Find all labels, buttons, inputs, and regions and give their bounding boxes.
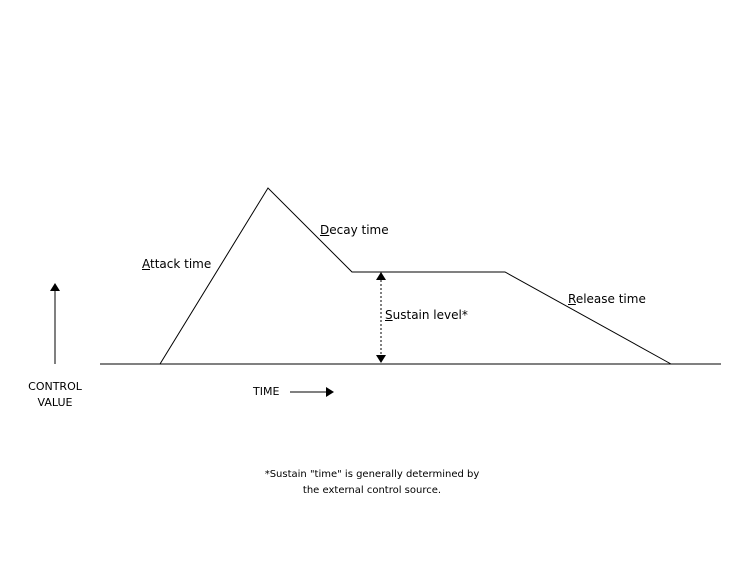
footnote-line2: the external control source.	[302, 485, 442, 496]
attack-time-label: Attack time	[142, 257, 212, 271]
control-value-line2: VALUE	[37, 396, 73, 409]
sustain-footnote: *Sustain "time" is generally determined …	[242, 467, 502, 499]
adsr-envelope	[159, 187, 672, 365]
time-label: TIME	[253, 385, 280, 398]
control-value-label: CONTROL VALUE	[20, 379, 90, 411]
decay-time-label: Decay time	[320, 223, 389, 237]
footnote-line1: *Sustain "time" is generally determined …	[264, 469, 480, 480]
release-time-label: Release time	[568, 292, 646, 306]
sustain-level-label: Sustain level*	[385, 308, 468, 322]
control-value-line1: CONTROL	[28, 380, 82, 393]
